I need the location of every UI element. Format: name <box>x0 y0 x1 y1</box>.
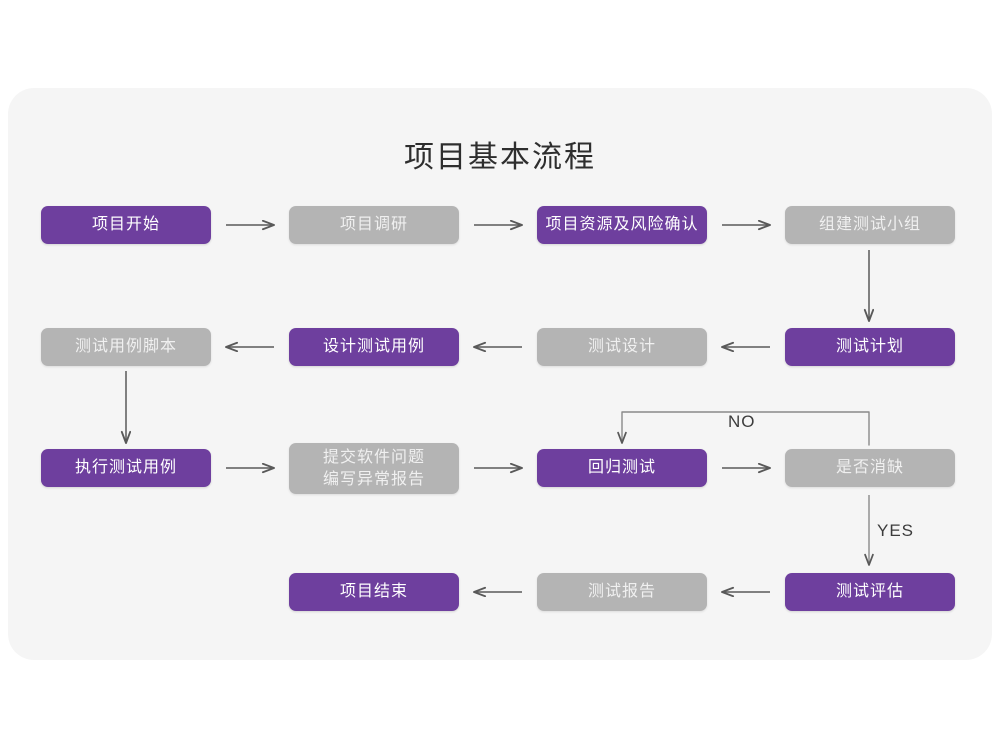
node-resource-risk-confirm[interactable]: 项目资源及风险确认 <box>537 206 707 244</box>
node-test-report[interactable]: 测试报告 <box>537 573 707 611</box>
flowchart-card <box>8 88 992 660</box>
node-form-test-team[interactable]: 组建测试小组 <box>785 206 955 244</box>
node-test-evaluation[interactable]: 测试评估 <box>785 573 955 611</box>
node-project-end[interactable]: 项目结束 <box>289 573 459 611</box>
node-submit-defects-report[interactable]: 提交软件问题 编写异常报告 <box>289 443 459 494</box>
node-regression-test[interactable]: 回归测试 <box>537 449 707 487</box>
node-test-case-script[interactable]: 测试用例脚本 <box>41 328 211 366</box>
node-project-research[interactable]: 项目调研 <box>289 206 459 244</box>
node-project-start[interactable]: 项目开始 <box>41 206 211 244</box>
node-design-test-cases[interactable]: 设计测试用例 <box>289 328 459 366</box>
node-execute-test-cases[interactable]: 执行测试用例 <box>41 449 211 487</box>
branch-label-no: NO <box>728 412 756 431</box>
branch-label-yes: YES <box>877 521 915 540</box>
page-title: 项目基本流程 <box>404 141 596 174</box>
node-test-plan[interactable]: 测试计划 <box>785 328 955 366</box>
node-defects-cleared-decision[interactable]: 是否消缺 <box>785 449 955 487</box>
node-test-design[interactable]: 测试设计 <box>537 328 707 366</box>
